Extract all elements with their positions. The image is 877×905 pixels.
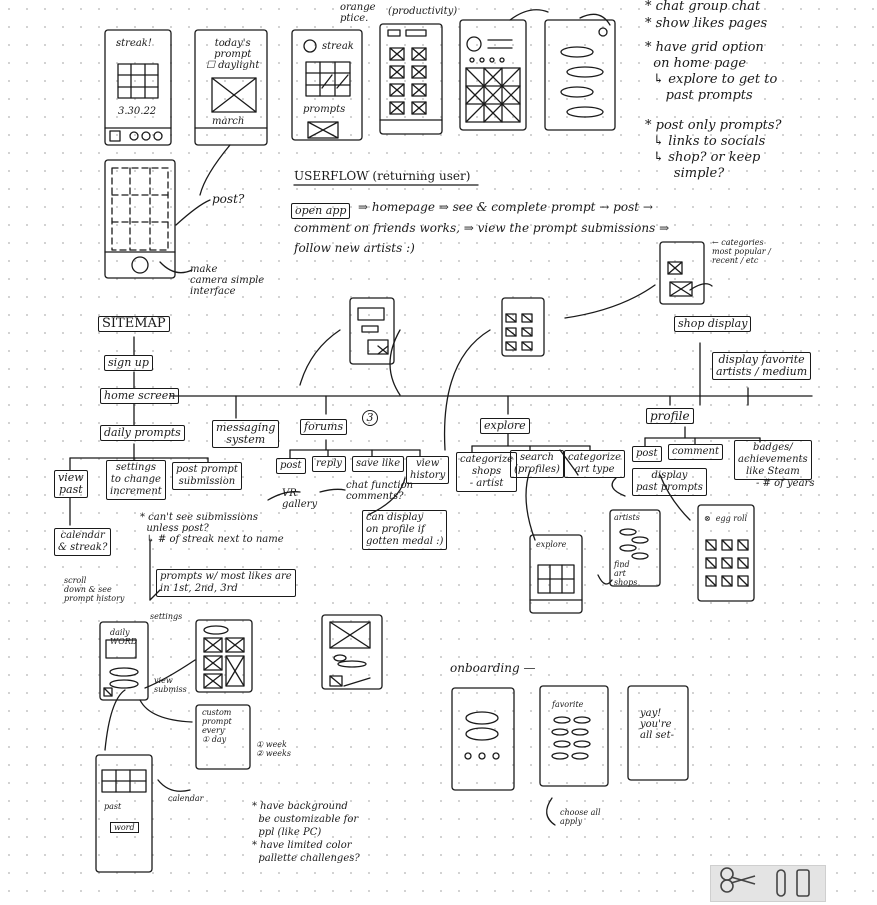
idea-note-1: * chat group chat xyxy=(645,0,761,14)
categorize-shops-node: categorize shops - artist xyxy=(456,452,518,492)
idea-note-2: * show likes pages xyxy=(645,16,768,31)
calendar-node: calendar & streak? xyxy=(54,528,112,556)
streak2-label: streak xyxy=(322,41,354,52)
artists-mini-label: artists xyxy=(614,513,640,522)
choose-all-label: choose all apply xyxy=(560,808,601,826)
years-note: - # of years xyxy=(756,478,815,489)
userflow-title: USERFLOW (returning user) xyxy=(294,169,471,183)
messaging-node: messaging system xyxy=(212,420,280,448)
week-options-label: ① week ② weeks xyxy=(256,740,291,758)
x-grid-screen-b xyxy=(465,36,521,123)
userflow-line-3: follow new artists :) xyxy=(294,241,415,255)
most-likes-node: prompts w/ most likes are in 1st, 2nd, 3… xyxy=(156,569,296,597)
explore-node: explore xyxy=(480,418,530,434)
onboarding-frames xyxy=(451,685,689,826)
yay-label: yay! you're all set- xyxy=(640,708,674,741)
userflow-line-1: ⇒ homepage ⇒ see & complete prompt → pos… xyxy=(358,200,653,214)
today-prompt-label: today's prompt ☐ daylight xyxy=(206,38,260,71)
top-phone-frames xyxy=(104,19,616,279)
display-favorite-node: display favorite artists / medium xyxy=(712,352,812,380)
post-question: post? xyxy=(212,192,245,206)
home-screen-node: home screen xyxy=(100,388,180,404)
categories-note: ← categories most popular / recent / etc xyxy=(712,238,771,265)
badges-node: badges/ achievements like Steam xyxy=(734,440,812,480)
userflow-line-2: comment on friends works, ⇒ view the pro… xyxy=(294,221,670,235)
can-display-note: can display on profile if gotten medal :… xyxy=(362,510,448,550)
search-node: search (profiles) xyxy=(510,450,564,478)
display-past-node: display past prompts xyxy=(632,468,707,496)
forum-savelike-node: save like xyxy=(352,456,405,472)
profile-node: profile xyxy=(646,408,694,424)
sitemap-title: SITEMAP xyxy=(98,316,170,332)
cant-see-note: * can't see submissions unless post? ↳ #… xyxy=(140,512,284,545)
egg-roll-label: ⊗ egg roll xyxy=(704,514,748,523)
profile-post-node: post xyxy=(632,446,662,462)
streak-label: streak! xyxy=(116,38,152,49)
scroll-note: scroll down & see prompt history xyxy=(64,576,125,603)
view-submiss-label: view submiss xyxy=(154,676,187,694)
daily-word-label: daily WORD xyxy=(110,628,138,646)
orange-practice-note: orange ptice. xyxy=(340,2,376,24)
daily-prompts-node: daily prompts xyxy=(100,425,185,441)
forum-reply-node: reply xyxy=(312,456,346,472)
word-label: word xyxy=(110,822,139,833)
date-label: 3.30.22 xyxy=(118,106,157,117)
find-shops-label: find art shops xyxy=(614,560,638,587)
forums-count: 3 xyxy=(362,410,378,426)
prompts-label: prompts xyxy=(303,104,346,115)
settings-label: settings xyxy=(150,612,183,621)
calendar-side-label: calendar xyxy=(168,794,204,803)
signup-node: sign up xyxy=(104,355,153,371)
vr-gallery-note: VR gallery xyxy=(282,488,318,510)
settings-node: settings to change increment xyxy=(106,460,166,500)
post-prompt-node: post prompt submission xyxy=(172,462,242,490)
x-grid-screen-a xyxy=(379,29,443,121)
shop-display-node: shop display xyxy=(674,316,752,332)
profile-comment-node: comment xyxy=(668,444,723,460)
open-app-box: open app xyxy=(291,203,351,219)
sitemap-mini-phones xyxy=(349,241,755,614)
idea-note-3: * have grid option on home page ↳ explor… xyxy=(645,40,778,103)
lower-wireframes xyxy=(95,614,383,873)
past-label: past xyxy=(104,802,122,811)
categorize-art-node: categorize art type xyxy=(564,450,626,478)
sitemap-connectors xyxy=(69,283,813,601)
idea-note-4: * post only prompts? ↳ links to socials … xyxy=(645,118,782,181)
onboarding-title: onboarding — xyxy=(450,661,536,675)
forum-history-node: view history xyxy=(406,456,450,484)
custom-prompt-label: custom prompt every ① day xyxy=(202,708,232,744)
camera-note: make camera simple interface xyxy=(190,264,265,297)
forum-post-node: post xyxy=(276,458,306,474)
tool-clip-icon xyxy=(710,865,826,902)
month-label: march xyxy=(212,116,245,127)
favorite-label: favorite xyxy=(552,700,584,709)
productivity-note: (productivity) xyxy=(388,6,458,17)
bottom-notes: * have background be customizable for pp… xyxy=(252,801,360,864)
explore-mini-label: explore xyxy=(536,540,567,549)
forums-node: forums xyxy=(300,419,348,435)
chat-screen xyxy=(560,27,608,118)
view-past-node: view past xyxy=(54,470,88,498)
chat-function-note: chat function comments? xyxy=(346,480,414,502)
